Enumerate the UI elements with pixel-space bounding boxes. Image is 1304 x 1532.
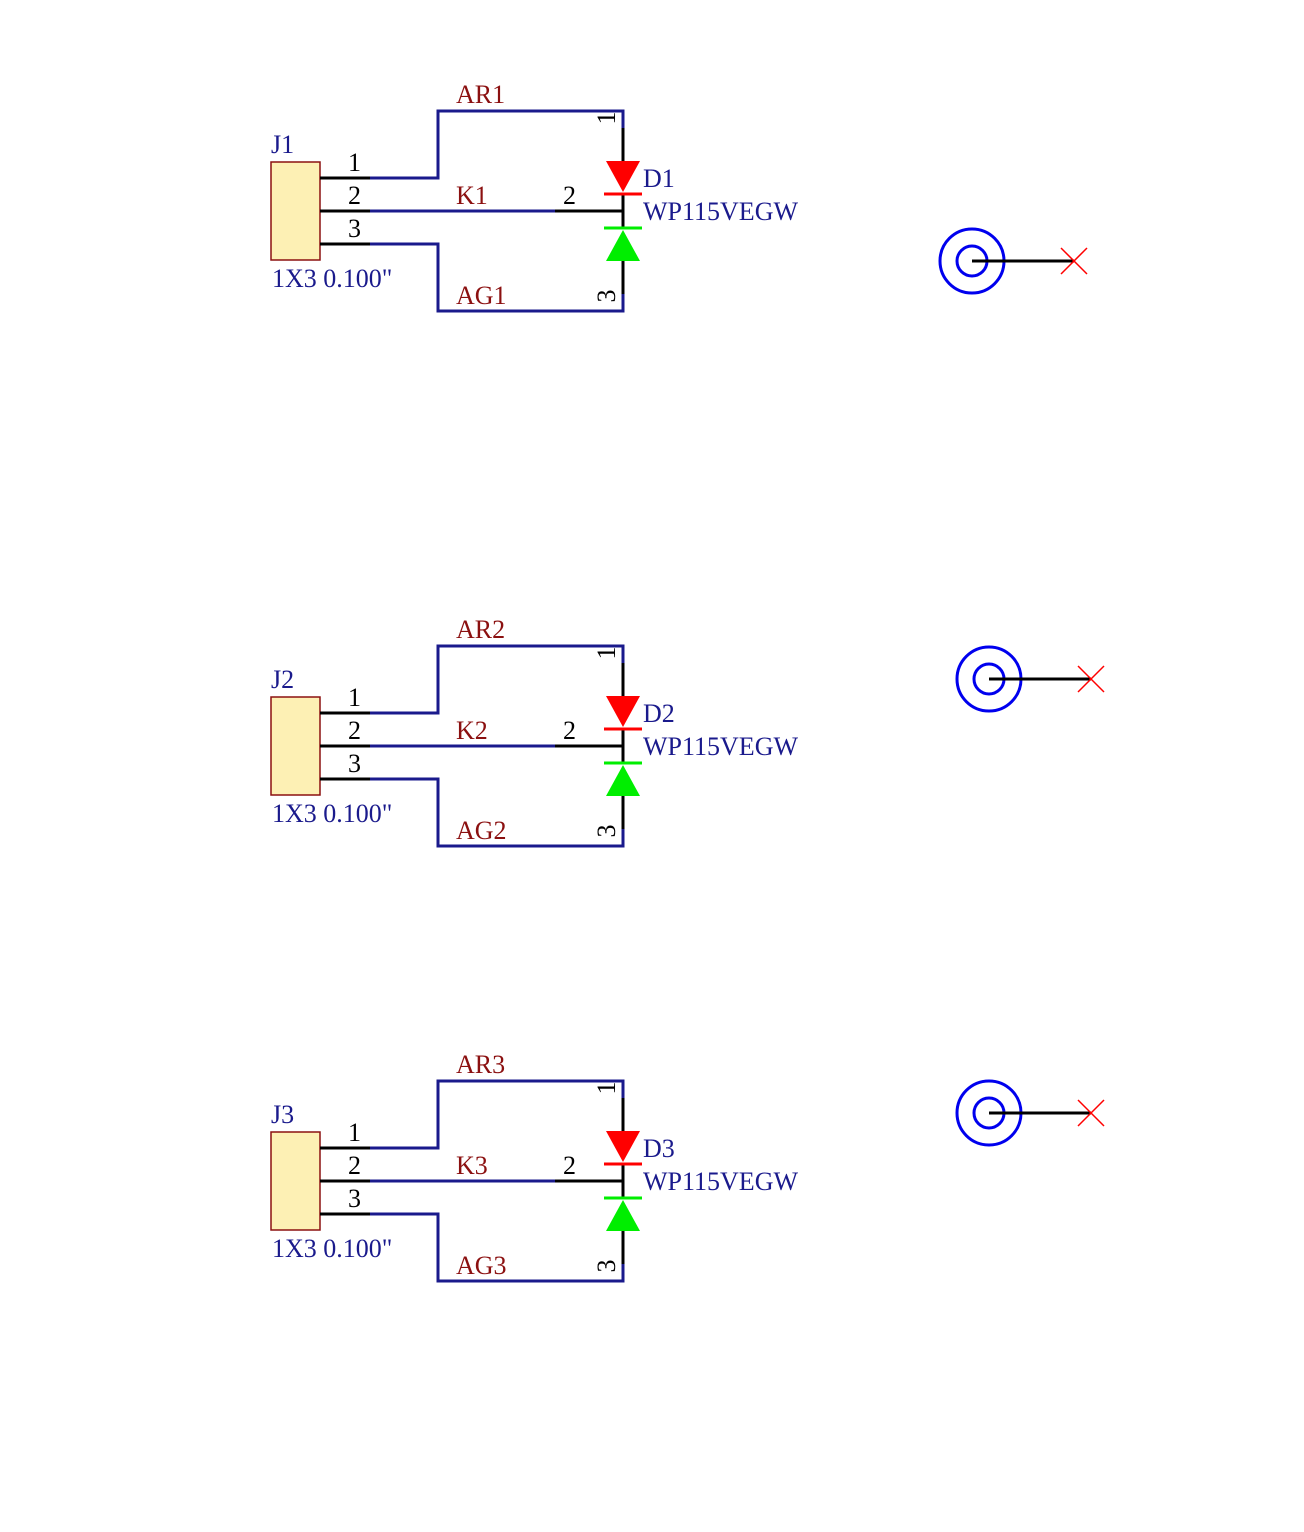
net-label-cathode: K3 — [456, 1151, 488, 1180]
mounting-hole-1 — [938, 227, 1088, 295]
net-label-red-anode: AR1 — [456, 80, 505, 109]
wire-green-anode — [370, 242, 625, 313]
connector-j1: J1 1 2 3 1X3 0.100" — [270, 130, 392, 293]
led-green-diode-icon — [606, 1200, 640, 1231]
led-red-diode-icon — [606, 1131, 640, 1162]
connector-pin-label-2: 2 — [348, 181, 361, 210]
connector-body — [270, 1131, 321, 1231]
led-pin-label-1: 1 — [592, 112, 621, 125]
led-ref: D3 — [643, 1134, 675, 1163]
net-label-red-anode: AR2 — [456, 615, 505, 644]
wire-red-anode — [370, 644, 625, 715]
led-value: WP115VEGW — [643, 1167, 798, 1196]
mounting-hole-3 — [955, 1079, 1105, 1147]
connector-pin-label-1: 1 — [348, 148, 361, 177]
net-label-cathode: K1 — [456, 181, 488, 210]
connector-body — [270, 161, 321, 261]
wires — [370, 644, 625, 848]
led-green-diode-icon — [606, 765, 640, 796]
led-d2: 1 2 3 D2 WP115VEGW — [555, 647, 798, 838]
mounting-hole-icon — [938, 227, 1074, 295]
connector-ref: J3 — [271, 1100, 294, 1129]
connector-pin-label-2: 2 — [348, 1151, 361, 1180]
led-pin-label-2: 2 — [563, 181, 576, 210]
led-pin-label-2: 2 — [563, 1151, 576, 1180]
connector-value: 1X3 0.100" — [272, 799, 392, 828]
wire-red-anode — [370, 109, 625, 180]
led-ref: D1 — [643, 164, 675, 193]
mounting-hole-2 — [955, 645, 1105, 713]
wire-red-anode — [370, 1079, 625, 1150]
led-pin-label-3: 3 — [592, 290, 621, 303]
led-block-3: J3 1 2 3 1X3 0.100" AR3 K3 AG3 1 2 3 D3 … — [270, 1050, 798, 1283]
wire-green-anode — [370, 1212, 625, 1283]
wires — [370, 109, 625, 313]
no-connect-icon — [1077, 1099, 1105, 1127]
mounting-hole-icon — [955, 1079, 1091, 1147]
connector-pin-label-1: 1 — [348, 1118, 361, 1147]
led-pin-label-1: 1 — [592, 1082, 621, 1095]
led-red-diode-icon — [606, 696, 640, 727]
net-label-red-anode: AR3 — [456, 1050, 505, 1079]
net-label-green-anode: AG1 — [456, 281, 507, 310]
net-label-cathode: K2 — [456, 716, 488, 745]
no-connect-icon — [1060, 247, 1088, 275]
wires — [370, 1079, 625, 1283]
led-pin-label-3: 3 — [592, 1260, 621, 1273]
connector-value: 1X3 0.100" — [272, 1234, 392, 1263]
connector-pin-label-3: 3 — [348, 214, 361, 243]
led-green-diode-icon — [606, 230, 640, 261]
connector-j2: J2 1 2 3 1X3 0.100" — [270, 665, 392, 828]
connector-pin-label-2: 2 — [348, 716, 361, 745]
led-red-diode-icon — [606, 161, 640, 192]
mounting-hole-icon — [955, 645, 1091, 713]
connector-value: 1X3 0.100" — [272, 264, 392, 293]
connector-pin-label-1: 1 — [348, 683, 361, 712]
net-label-green-anode: AG3 — [456, 1251, 507, 1280]
led-pin-label-2: 2 — [563, 716, 576, 745]
no-connect-icon — [1077, 665, 1105, 693]
connector-j3: J3 1 2 3 1X3 0.100" — [270, 1100, 392, 1263]
led-value: WP115VEGW — [643, 197, 798, 226]
wire-green-anode — [370, 777, 625, 848]
led-pin-label-1: 1 — [592, 647, 621, 660]
net-label-green-anode: AG2 — [456, 816, 507, 845]
led-block-1: J1 1 2 3 1X3 0.100" AR1 K1 AG1 1 2 3 D1 … — [270, 80, 798, 313]
led-value: WP115VEGW — [643, 732, 798, 761]
connector-pin-label-3: 3 — [348, 1184, 361, 1213]
connector-pin-label-3: 3 — [348, 749, 361, 778]
connector-ref: J1 — [271, 130, 294, 159]
connector-body — [270, 696, 321, 796]
led-pin-label-3: 3 — [592, 825, 621, 838]
led-block-2: J2 1 2 3 1X3 0.100" AR2 K2 AG2 1 2 3 D2 … — [270, 615, 798, 848]
connector-ref: J2 — [271, 665, 294, 694]
led-d1: 1 2 3 D1 WP115VEGW — [555, 112, 798, 303]
led-ref: D2 — [643, 699, 675, 728]
led-d3: 1 2 3 D3 WP115VEGW — [555, 1082, 798, 1273]
